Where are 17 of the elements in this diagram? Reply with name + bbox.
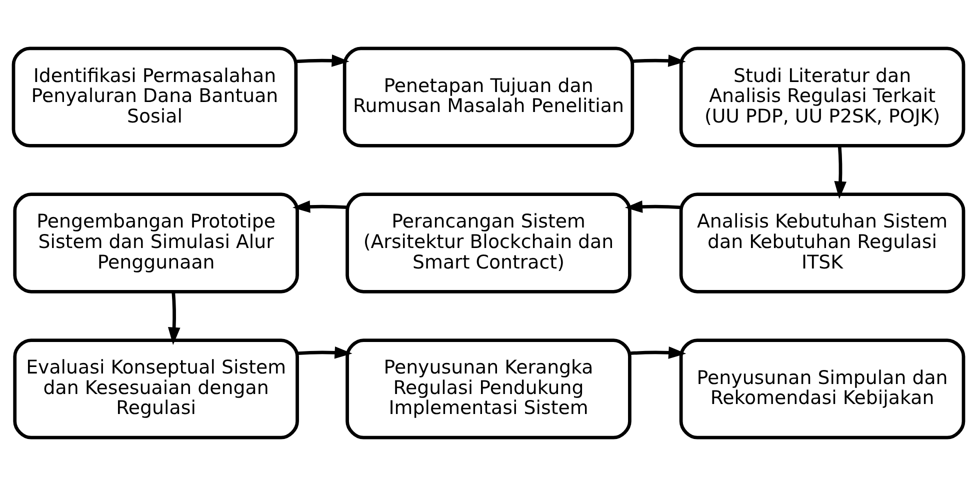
arrow [168,292,180,345]
node-box: Penyusunan Simpulan dan Rekomendasi Kebijakan [679,338,966,440]
node-box: Penyusunan Kerangka Regulasi Pendukung Implementasi Sistem [346,338,632,440]
arrow [292,200,348,213]
arrow [630,346,686,359]
node-box: Pengembangan Prototipe Sistem dan Simulasi Alur Penggunaan [13,192,299,294]
arrow [296,54,350,67]
arrow [834,146,846,200]
node-box: Penetapan Tujuan dan Rumusan Masalah Penelitian [342,46,634,148]
node-box: Perancangan Sistem (Arsitektur Blockchain dan Smart Contract) [346,192,632,294]
arrow [624,200,682,213]
arrow [298,346,352,359]
node-box: Studi Literatur dan Analisis Regulasi Terkait (UU PDP, UU P2SK, POJK) [679,46,966,148]
node-box: Analisis Kebutuhan Sistem dan Kebutuhan Regulasi ITSK [679,192,966,294]
arrow [632,54,686,67]
node-box: Identifikasi Permasalahan Penyaluran Dana Bantuan Sosial [12,46,298,148]
node-box: Evaluasi Konseptual Sistem dan Kesesuaian dengan Regulasi [13,338,299,440]
